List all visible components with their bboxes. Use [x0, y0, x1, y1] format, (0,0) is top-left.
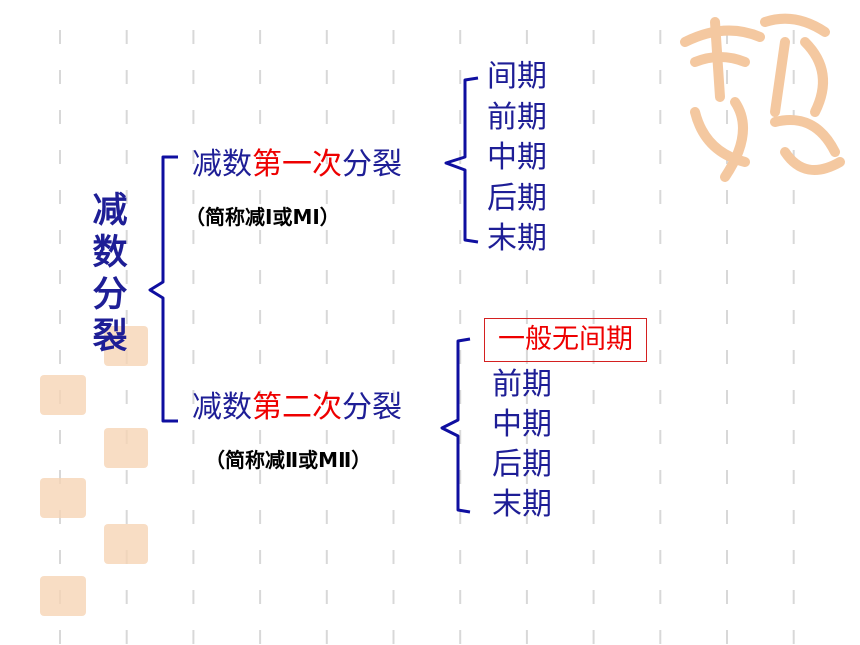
phase-2-telophase: 末期 — [492, 487, 552, 522]
watermark-seal-small-2 — [40, 375, 86, 415]
phase-brace-2 — [440, 337, 471, 514]
branch-1-prefix: 减数 — [192, 147, 252, 182]
branch-2-abbr: （简称减Ⅱ或MⅡ） — [205, 448, 372, 472]
branch-1-suffix: 分裂 — [342, 147, 402, 182]
branch-1-highlight: 第一次 — [252, 147, 342, 182]
branch-2-title: 减数第二次分裂 — [192, 393, 402, 423]
watermark-seal-small-6 — [40, 576, 86, 616]
branch-2-prefix: 减数 — [192, 390, 252, 425]
phase-2-no-interphase-box: 一般无间期 — [484, 318, 647, 362]
watermark-seal-small-3 — [104, 428, 148, 468]
phase-1-telophase: 末期 — [487, 221, 547, 256]
branch-1-title: 减数第一次分裂 — [192, 150, 402, 180]
root-label: 减数分裂 — [92, 191, 128, 357]
branch-1-abbr: （简称减Ⅰ或MⅠ） — [185, 205, 340, 229]
main-brace — [148, 155, 178, 423]
phase-2-prophase: 前期 — [492, 367, 552, 402]
branch-2-highlight: 第二次 — [252, 390, 342, 425]
watermark-seal-small-4 — [40, 478, 86, 518]
phase-1-metaphase: 中期 — [487, 140, 547, 175]
phase-brace-1 — [444, 76, 479, 244]
watermark-seal-large — [680, 13, 845, 182]
phase-2-anaphase: 后期 — [492, 447, 552, 482]
phase-1-anaphase: 后期 — [487, 181, 547, 216]
branch-2-suffix: 分裂 — [342, 390, 402, 425]
phase-1-interphase: 间期 — [487, 59, 547, 94]
watermark-seal-small-5 — [104, 524, 148, 564]
watermark-seal-small-1 — [104, 326, 148, 366]
phase-2-metaphase: 中期 — [492, 407, 552, 442]
phase-1-prophase: 前期 — [487, 100, 547, 135]
